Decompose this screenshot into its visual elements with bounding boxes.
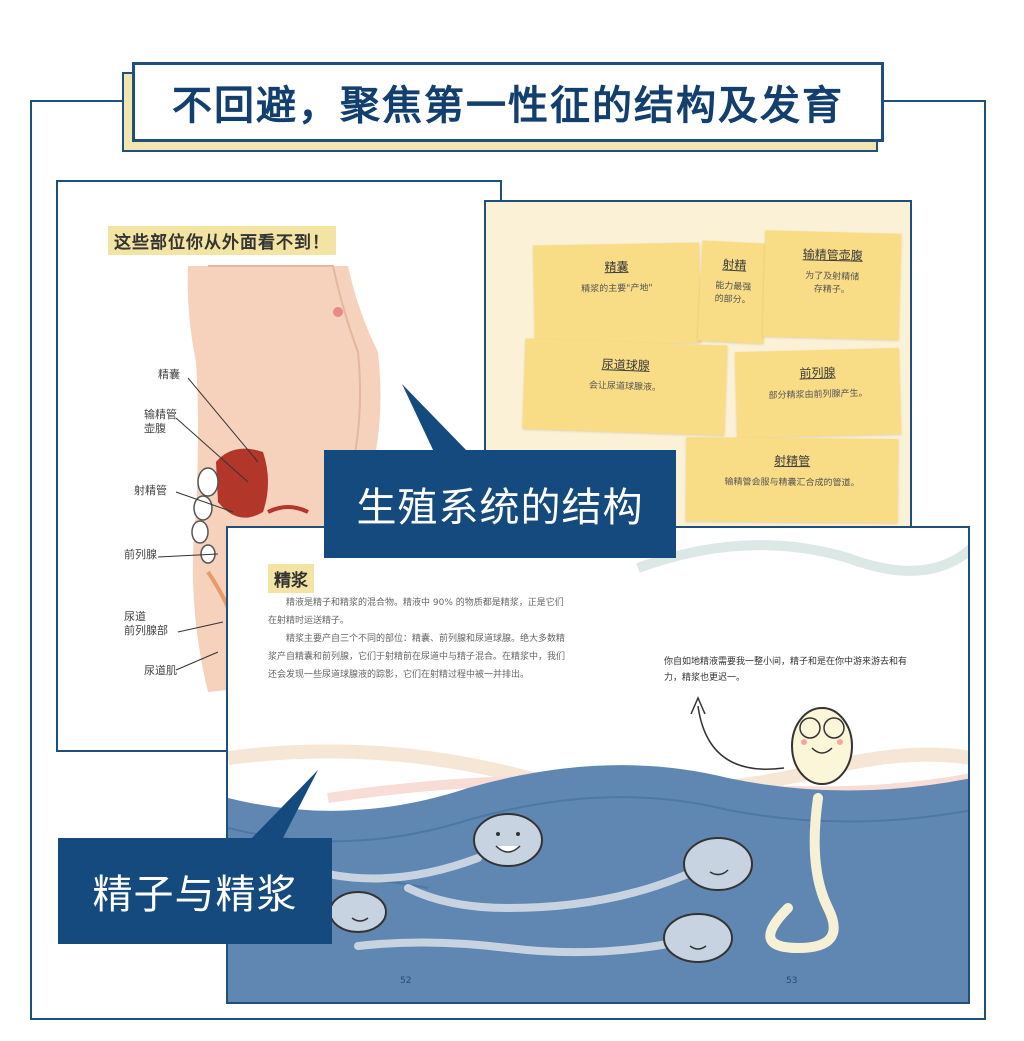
semen-paragraph: 精浆主要产自三个不同的部位：精囊、前列腺和尿道球腺。绝大多数精浆产自精囊和前列腺… xyxy=(268,634,566,680)
note-desc: 输精管会服与精囊汇合成的管道。 xyxy=(724,477,860,489)
label-ampulla: 输精管 壶腹 xyxy=(144,408,177,435)
note-title: 射精 xyxy=(722,257,747,273)
note-title: 输精管壶腹 xyxy=(802,247,863,263)
label-sphincter: 尿道肌 xyxy=(144,664,177,677)
note-desc: 部分精浆由前列腺产生。 xyxy=(768,388,868,402)
note-card: 输精管壶腹 为了及射精储 存精子。 xyxy=(762,230,902,340)
note-title: 精囊 xyxy=(604,259,629,275)
label-prostate: 前列腺 xyxy=(124,548,157,561)
page-number-right: 53 xyxy=(786,976,798,986)
note-card: 尿道球腺 会让尿道球腺液。 xyxy=(522,338,728,436)
semen-page: 精浆 精液是精子和精浆的混合物。精液中 90% 的物质都是精浆，正是它们在射精时… xyxy=(226,526,970,1004)
sperm-label-box: 精子与精浆 xyxy=(58,838,332,944)
semen-heading: 精浆 xyxy=(268,564,314,593)
anatomy-heading: 这些部位你从外面看不到！ xyxy=(108,226,336,255)
note-title: 尿道球腺 xyxy=(601,357,650,373)
title-banner: 不回避，聚焦第一性征的结构及发育 xyxy=(132,62,884,142)
note-title: 射精管 xyxy=(774,453,811,469)
note-card: 精囊 精浆的主要"产地" xyxy=(533,242,701,346)
note-card: 射精 能力最强 的部分。 xyxy=(697,240,769,344)
speech-text: 你自如地精液需要我一整小间，精子和是在你中游来游去和有力，精浆也更迟一。 xyxy=(664,657,908,683)
structure-label-box: 生殖系统的结构 xyxy=(324,450,676,558)
banner-title: 不回避，聚焦第一性征的结构及发育 xyxy=(172,83,844,129)
page-number-left: 52 xyxy=(400,976,412,986)
note-desc: 精浆的主要"产地" xyxy=(581,283,653,295)
note-card: 前列腺 部分精浆由前列腺产生。 xyxy=(734,347,902,439)
semen-body: 精液是精子和精浆的混合物。精液中 90% 的物质都是精浆，正是它们在射精时运送精… xyxy=(268,594,568,684)
note-card: 射精管 输精管会服与精囊汇合成的管道。 xyxy=(685,437,899,523)
label-bulbourethral: 尿道 前列腺部 xyxy=(124,610,168,637)
semen-paragraph: 精液是精子和精浆的混合物。精液中 90% 的物质都是精浆，正是它们在射精时运送精… xyxy=(268,598,564,626)
note-desc: 能力最强 的部分。 xyxy=(714,281,752,306)
note-desc: 会让尿道球腺液。 xyxy=(588,380,662,394)
note-title: 前列腺 xyxy=(799,365,836,381)
label-ejaculatory-duct: 射精管 xyxy=(134,484,167,497)
label-seminal-vesicle: 精囊 xyxy=(158,368,180,381)
structure-label: 生殖系统的结构 xyxy=(356,485,644,531)
note-desc: 为了及射精储 存精子。 xyxy=(805,271,860,296)
sperm-label: 精子与精浆 xyxy=(92,872,298,918)
sperm-illustration xyxy=(228,540,968,1002)
